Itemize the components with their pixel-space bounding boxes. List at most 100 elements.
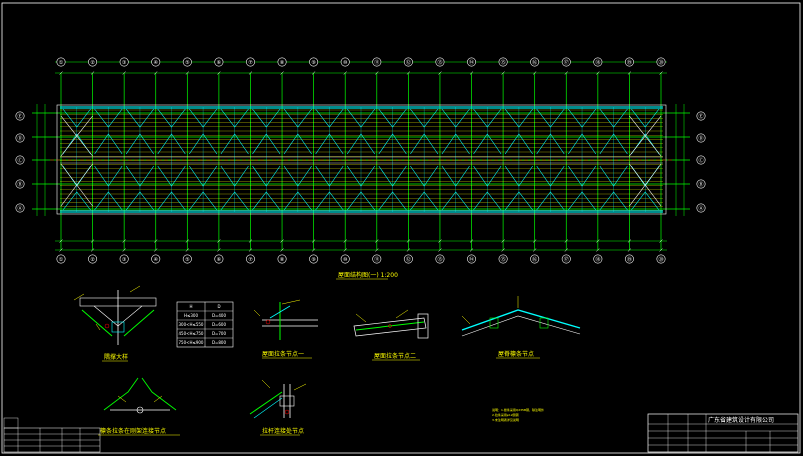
table-header-cell: D (217, 304, 220, 309)
table-cell: 300<H≤550 (179, 322, 204, 327)
axis-bubble-left-circle (15, 203, 25, 213)
plan-braces (60, 106, 663, 213)
dimension-tick (59, 71, 63, 75)
dimension-tick (122, 71, 126, 75)
axis-bubble-bottom: ⑳ (658, 256, 663, 263)
company-name: 广东省建筑设计有限公司 (708, 416, 774, 424)
axis-bubble-bottom: ⑥ (217, 257, 222, 263)
dimension-tick (627, 71, 632, 75)
axis-bubble-left: Ⓔ (17, 113, 22, 120)
axis-bubble-bottom: ③ (122, 257, 127, 263)
dimension-tick (185, 71, 189, 75)
dimension-tick (533, 248, 537, 252)
dimension-tick (406, 248, 411, 252)
axis-bubble-left-circle (15, 133, 25, 143)
axis-bubble-bottom-circle (245, 254, 255, 264)
dimension-tick (406, 239, 411, 243)
dimension-tick (564, 239, 568, 243)
axis-bubble-top: ⑯ (532, 59, 537, 66)
axis-bubble-bottom-circle (403, 254, 413, 264)
table-cell: 750<H≤900 (179, 340, 204, 345)
dimension-tick (185, 239, 189, 243)
axis-bubble-top-circle (624, 57, 634, 67)
x-brace (629, 115, 662, 157)
dimension-tick (154, 239, 158, 243)
detail-ridge-node: 屋脊檩条节点 (461, 296, 581, 359)
eave-band-top (60, 106, 663, 109)
detail-purlin-node-2-label: 屋面拉条节点二 (374, 352, 416, 360)
axis-bubble-top: ⑱ (595, 59, 600, 66)
axis-bubble-left-circle (15, 155, 25, 165)
axis-bubble-right: Ⓓ (698, 135, 703, 142)
axis-bubble-top-circle (309, 57, 319, 67)
axis-bubble-bottom: ⑱ (595, 256, 600, 263)
table-cell: 450<H≤750 (179, 331, 204, 336)
axis-bubble-bottom-circle (277, 254, 287, 264)
dimension-tick (469, 248, 474, 252)
dimension-tick (564, 71, 568, 75)
dimension-tick (280, 239, 284, 243)
axis-bubble-top-circle (182, 57, 192, 67)
axis-bubble-bottom: ⑩ (343, 257, 348, 263)
plan-purlins (60, 109, 663, 211)
axis-bubble-bottom-circle (119, 254, 129, 264)
dimension-tick (185, 248, 189, 252)
axis-bubble-top: ⑪ (374, 59, 379, 66)
axis-bubble-bottom-circle (435, 254, 445, 264)
axis-bubble-bottom-circle (182, 254, 192, 264)
axis-bubble-left: Ⓓ (17, 135, 22, 142)
detail-rigid-frame-node: 檩条拉条在刚架连接节点 (98, 377, 180, 436)
dimension-tick (533, 239, 537, 243)
axis-bubble-right-circle (696, 155, 706, 165)
detail-rigid-frame-node-label: 檩条拉条在刚架连接节点 (100, 427, 166, 435)
detail-purlin-node-2: 屋面拉条节点二 (353, 309, 429, 361)
dimension-tick (311, 248, 316, 252)
dimension-tick (659, 239, 663, 243)
dimension-tick (154, 71, 158, 75)
axis-bubble-top-circle (403, 57, 413, 67)
axis-bubble-bottom: ⑲ (627, 256, 632, 263)
axis-bubble-top: ⑩ (343, 60, 348, 66)
dimension-tick (217, 71, 221, 75)
revision-table (3, 417, 101, 453)
dimension-tick (375, 239, 379, 243)
axis-bubble-top: ⑳ (658, 59, 663, 66)
axis-bubble-right: Ⓑ (698, 181, 703, 188)
axis-bubble-top: ① (59, 60, 64, 66)
dimension-tick (533, 71, 537, 75)
axis-bubble-left: Ⓑ (17, 181, 22, 188)
dimension-tick (501, 248, 505, 252)
axis-bubble-top-circle (119, 57, 129, 67)
axis-bubble-top-circle (340, 57, 350, 67)
axis-bubble-bottom-circle (561, 254, 571, 264)
axis-bubble-bottom-circle (56, 254, 66, 264)
table-cell: D=700 (212, 331, 227, 336)
axis-bubble-right-circle (696, 133, 706, 143)
dimension-tick (343, 71, 347, 75)
dimension-tick (438, 239, 442, 243)
axis-bubble-right: Ⓒ (698, 157, 703, 164)
dimension-tick (154, 248, 158, 252)
axis-bubble-top: ④ (153, 60, 158, 66)
axis-bubble-right: Ⓔ (698, 113, 703, 120)
dimension-tick (406, 71, 411, 75)
axis-bubble-bottom: ⑫ (406, 256, 411, 263)
axis-bubble-top: ⑭ (469, 59, 474, 66)
detail-knee-brace-label: 隅撑大样 (104, 353, 128, 361)
axis-bubble-top: ⑨ (311, 60, 316, 66)
axis-bubble-bottom-circle (151, 254, 161, 264)
eave-band-bottom (60, 210, 663, 213)
axis-bubble-top: ⑧ (280, 60, 285, 66)
dimension-tick (90, 239, 95, 243)
detail-tie-rod-node: 拉杆连接处节点 (249, 379, 307, 436)
axis-bubble-bottom: ⑬ (437, 256, 442, 263)
note-line-1: 说明：1.檩条采用Q235B钢，除注明外 (492, 407, 544, 412)
detail-purlin-node-1: 屋面拉条节点一 (253, 299, 318, 359)
roof-outline (56, 104, 667, 215)
axis-bubble-right-circle (696, 179, 706, 189)
axis-bubble-bottom: ④ (153, 257, 158, 263)
title-block: 广东省建筑设计有限公司 (647, 413, 799, 453)
dimension-tick (59, 239, 63, 243)
